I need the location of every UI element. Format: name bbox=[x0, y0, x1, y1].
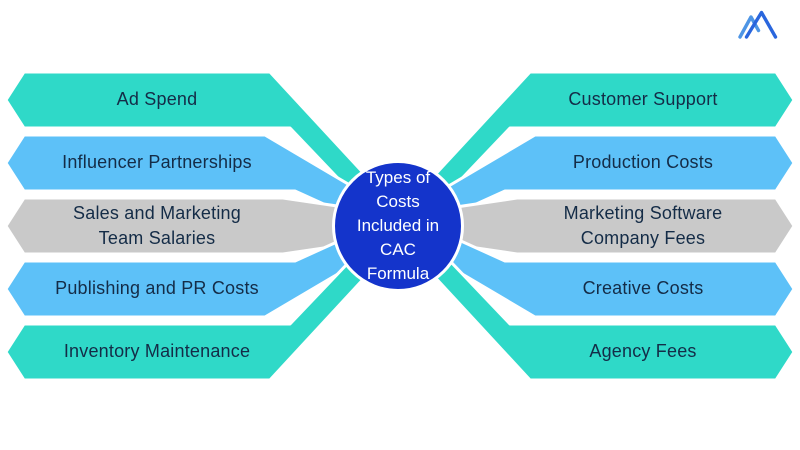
center-line-3: Included in bbox=[356, 216, 440, 235]
mountain-logo-icon bbox=[738, 10, 778, 39]
center-line-2: Costs bbox=[376, 192, 420, 211]
center-line-4: CAC bbox=[380, 240, 416, 259]
center-circle-title: Types of Costs Included in CAC Formula bbox=[332, 160, 464, 292]
center-line-1: Types of bbox=[365, 168, 431, 187]
center-line-5: Formula bbox=[366, 264, 430, 283]
